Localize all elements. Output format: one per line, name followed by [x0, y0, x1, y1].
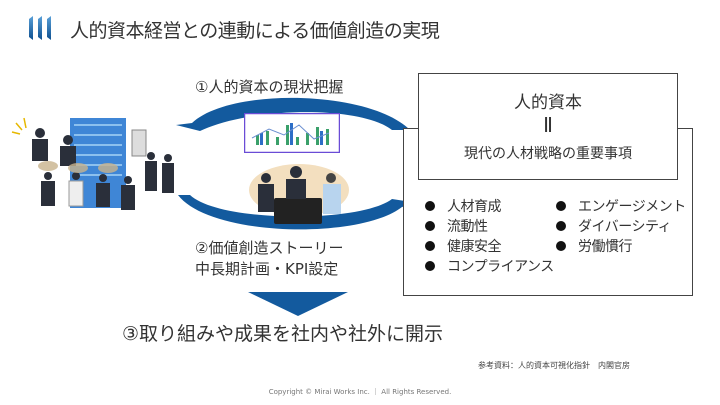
list-item: コンプライアンス	[425, 257, 554, 277]
item-label: コンプライアンス	[447, 259, 554, 275]
bottom-arc-arrow	[178, 195, 418, 230]
items-list-right: エンゲージメント ダイバーシティ 労働慣行	[556, 197, 686, 257]
list-item: エンゲージメント	[556, 197, 686, 217]
step2-line2: 中長期計画・KPI設定	[195, 260, 339, 278]
step1-label: ①人的資本の現状把握	[195, 78, 344, 96]
list-item: 流動性	[425, 217, 554, 237]
item-label: 流動性	[447, 219, 488, 235]
meeting-illustration	[249, 164, 349, 224]
page-title: 人的資本経営との連動による価値創造の実現	[70, 20, 440, 42]
step2-label: ②価値創造ストーリー 中長期計画・KPI設定	[195, 238, 343, 280]
item-label: ダイバーシティ	[578, 219, 672, 235]
bullet-icon	[425, 201, 435, 211]
list-item: 健康安全	[425, 237, 554, 257]
list-item: 人材育成	[425, 197, 554, 217]
box-subtitle: 現代の人材戦略の重要事項	[464, 146, 632, 162]
item-label: 人材育成	[447, 199, 502, 215]
bullet-icon	[556, 221, 566, 231]
step2-line1: ②価値創造ストーリー	[195, 239, 344, 257]
item-label: 健康安全	[447, 239, 502, 255]
list-item: 労働慣行	[556, 237, 686, 257]
bullet-icon	[425, 241, 435, 251]
top-arc-arrow	[176, 97, 410, 131]
list-item: ダイバーシティ	[556, 217, 686, 237]
step3-label: ③取り組みや成果を社内や社外に開示	[122, 323, 444, 345]
bullet-icon	[425, 261, 435, 271]
copyright: Copyright © Mirai Works Inc. ｜ All Right…	[268, 388, 452, 396]
equals-sign: Ⅱ	[543, 113, 553, 137]
human-capital-definition-box: 人的資本 Ⅱ 現代の人材戦略の重要事項	[418, 73, 678, 180]
company-logo-icon	[29, 16, 51, 40]
chart-thumbnail-illustration	[244, 113, 340, 153]
source-note: 参考資料：人的資本可視化指針 内閣官房	[478, 361, 630, 370]
office-people-illustration	[11, 117, 174, 210]
down-arrow-icon	[248, 292, 348, 316]
bullet-icon	[425, 221, 435, 231]
cycle-arrows	[176, 97, 418, 230]
item-label: エンゲージメント	[578, 199, 686, 215]
bullet-icon	[556, 241, 566, 251]
bullet-icon	[556, 201, 566, 211]
items-list-left: 人材育成 流動性 健康安全 コンプライアンス	[425, 197, 554, 277]
box-title: 人的資本	[514, 93, 582, 113]
item-label: 労働慣行	[578, 239, 633, 255]
